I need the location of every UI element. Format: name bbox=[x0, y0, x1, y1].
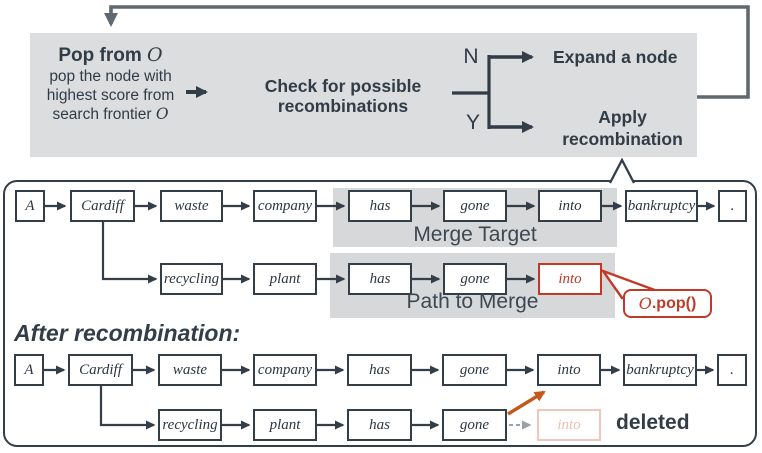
expand-node-step: Expand a node bbox=[553, 47, 678, 67]
pop-sub-line1: pop the node with bbox=[49, 68, 172, 85]
word-box: recycling bbox=[158, 409, 222, 441]
pop-callout-bubble: O.pop() bbox=[623, 289, 712, 318]
word-box: has bbox=[347, 409, 412, 441]
word-box: bankruptcy bbox=[623, 354, 697, 386]
apply-recombination-step: Apply recombination bbox=[560, 106, 685, 150]
word-box: . bbox=[717, 354, 747, 386]
word-box: A bbox=[14, 354, 44, 386]
word-box: gone bbox=[443, 263, 507, 295]
path-to-merge-label: Path to Merge bbox=[406, 290, 539, 313]
check-line1: Check for possible bbox=[264, 76, 422, 96]
word-box: A bbox=[15, 190, 45, 222]
apply-line2: recombination bbox=[562, 129, 683, 149]
word-box: waste bbox=[158, 354, 222, 386]
pop-from-subtitle: pop the node with highest score from sea… bbox=[28, 67, 193, 124]
after-recombination-heading: After recombination: bbox=[14, 320, 241, 346]
deleted-node-box: into bbox=[537, 409, 601, 441]
word-box: plant bbox=[253, 409, 317, 441]
frontier-symbol: O bbox=[147, 44, 163, 66]
apply-line1: Apply bbox=[598, 107, 647, 127]
word-box: company bbox=[253, 354, 317, 386]
word-box: into bbox=[538, 190, 602, 222]
pop-from-title-text: Pop from bbox=[58, 45, 142, 66]
word-box: Cardiff bbox=[68, 354, 133, 386]
pop-sub-line3: search frontier bbox=[52, 106, 152, 123]
word-box: . bbox=[718, 190, 747, 222]
word-box: company bbox=[253, 190, 317, 222]
word-box: waste bbox=[160, 190, 223, 222]
check-recombinations-step: Check for possible recombinations bbox=[258, 76, 428, 116]
deleted-label: deleted bbox=[616, 411, 690, 434]
word-box: recycling bbox=[160, 263, 223, 295]
pop-from-title: Pop from O bbox=[28, 44, 193, 67]
popped-node-box: into bbox=[538, 263, 602, 295]
word-box: gone bbox=[442, 409, 507, 441]
word-box: has bbox=[347, 354, 412, 386]
word-box: plant bbox=[253, 263, 317, 295]
branch-no-label: N bbox=[463, 45, 479, 68]
word-box: into bbox=[537, 354, 601, 386]
word-box: Cardiff bbox=[70, 190, 135, 222]
frontier-symbol: O bbox=[155, 105, 169, 123]
frontier-symbol: O bbox=[638, 294, 652, 313]
word-box: bankruptcy bbox=[625, 190, 698, 222]
check-line2: recombinations bbox=[277, 96, 409, 116]
pop-sub-line2: highest score from bbox=[46, 87, 175, 104]
pop-method-text: .pop() bbox=[651, 294, 697, 312]
word-box: gone bbox=[443, 190, 507, 222]
word-box: gone bbox=[442, 354, 507, 386]
word-box: has bbox=[348, 190, 412, 222]
branch-yes-label: Y bbox=[465, 111, 480, 134]
merge-target-label: Merge Target bbox=[413, 223, 537, 246]
word-box: has bbox=[348, 263, 412, 295]
